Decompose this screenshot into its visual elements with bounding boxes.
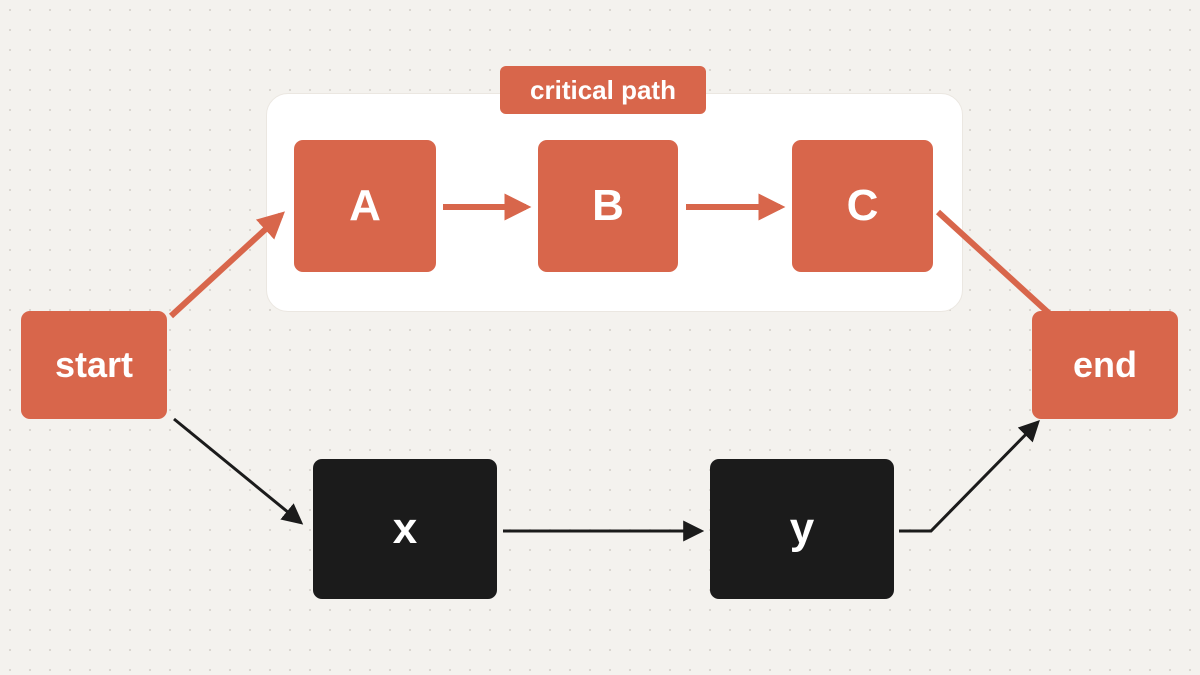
critical-path-label: critical path [500,66,706,114]
node-end[interactable]: end [1032,311,1178,419]
edge-start-to-a [168,211,285,319]
node-y[interactable]: y [710,459,894,599]
edge-y-to-end [899,420,1040,533]
node-x[interactable]: x [313,459,497,599]
node-a[interactable]: A [294,140,436,272]
node-c[interactable]: C [792,140,933,272]
node-b[interactable]: B [538,140,678,272]
node-start[interactable]: start [21,311,167,419]
edge-start-to-x [173,417,304,525]
edge-c-to-end [935,209,1055,319]
